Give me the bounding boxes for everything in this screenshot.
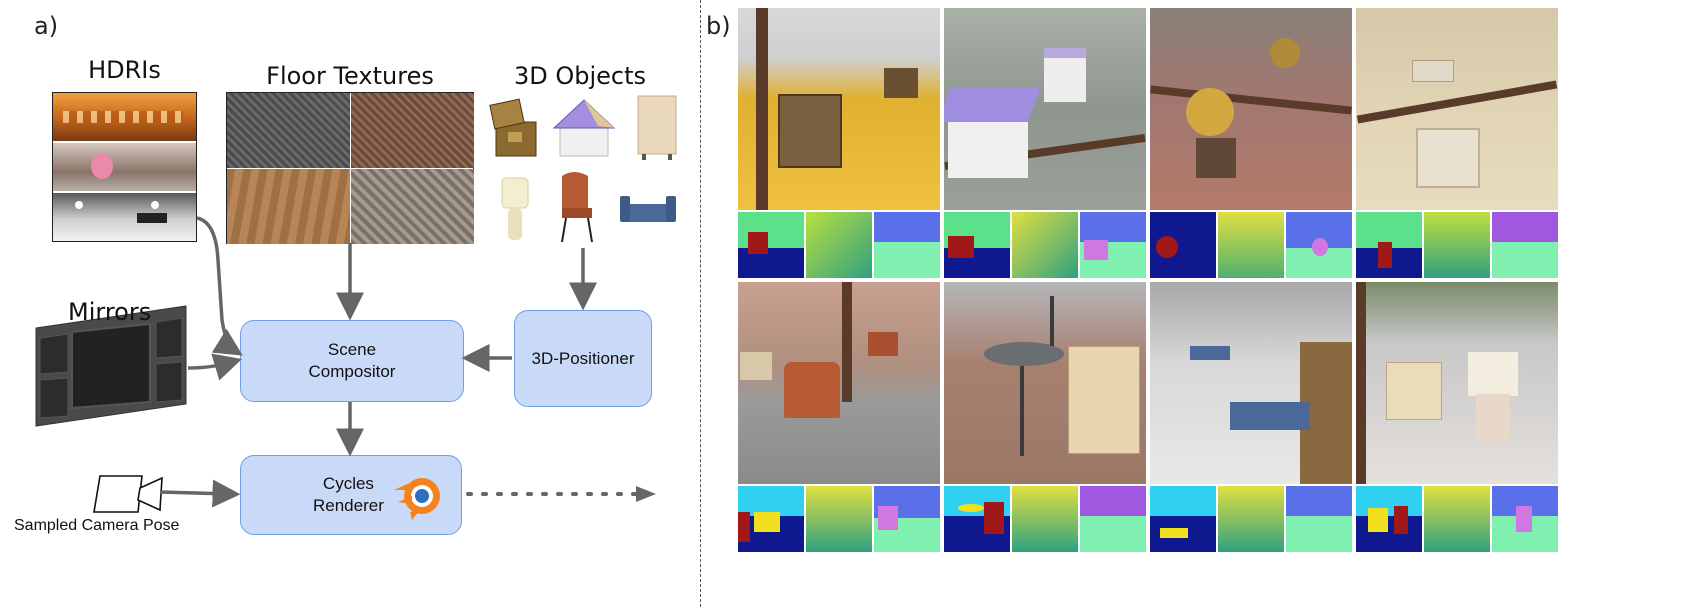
row2-col3-normal [1286, 486, 1352, 552]
row2-col1-normal [874, 486, 940, 552]
render-blue-sofa [1150, 282, 1352, 484]
floor-texture-gray-tile [227, 93, 350, 168]
row1-col1-depth [806, 212, 872, 278]
row2-col2-depth [1012, 486, 1078, 552]
row2-col3-depth [1218, 486, 1284, 552]
3d-objects-illustrations [489, 95, 677, 243]
panel-a-label: a) [34, 12, 59, 40]
row2-col4-segmentation [1356, 486, 1422, 552]
3d-positioner-box: 3D-Positioner [514, 310, 652, 407]
floor-textures-title: Floor Textures [266, 62, 434, 90]
row2-col2-segmentation [944, 486, 1010, 552]
row1-col4-depth [1424, 212, 1490, 278]
floor-texture-wood [227, 169, 350, 244]
floor-texture-brown-tile [351, 93, 474, 168]
mirrors-illustration [35, 305, 187, 427]
cabinet-object [637, 95, 677, 160]
row1-col4-normal [1492, 212, 1558, 278]
chair-object [561, 172, 593, 243]
arrow-mirrors-to-compositor [187, 353, 243, 381]
floor-textures-grid [226, 92, 474, 244]
mirrors-title: Mirrors [68, 298, 152, 326]
render-mirror-house [944, 8, 1146, 210]
blender-logo-icon [394, 478, 440, 520]
panel-b-label: b) [706, 12, 731, 40]
hdri-thumbnail-3 [53, 193, 196, 241]
row1-col4-segmentation [1356, 212, 1422, 278]
row2-col4-normal [1492, 486, 1558, 552]
camera-icon [93, 475, 163, 513]
row2-col4-depth [1424, 486, 1490, 552]
render-chair-lamp [738, 282, 940, 484]
row1-col1-segmentation [738, 212, 804, 278]
row2-col3-segmentation [1150, 486, 1216, 552]
cycles-renderer-label: Cycles Renderer [313, 474, 384, 515]
row1-col2-segmentation [944, 212, 1010, 278]
hdri-stack [52, 92, 197, 242]
row1-col2-normal [1080, 212, 1146, 278]
arrow-renderer-output-head [636, 486, 656, 502]
row1-col2-depth [1012, 212, 1078, 278]
row2-col1-segmentation [738, 486, 804, 552]
house-object [552, 99, 616, 157]
panel-divider [700, 0, 701, 607]
hdri-thumbnail-2 [53, 143, 196, 191]
row1-col3-segmentation [1150, 212, 1216, 278]
chest-object [489, 98, 537, 157]
arrow-camera-to-renderer [159, 479, 241, 508]
row2-col1-depth [806, 486, 872, 552]
hdri-thumbnail-1 [53, 93, 196, 141]
row2-col2-normal [1080, 486, 1146, 552]
render-mirror-sofa-beige [1356, 8, 1558, 210]
row1-col1-normal [874, 212, 940, 278]
render-table-cabinet [944, 282, 1146, 484]
scene-compositor-box: Scene Compositor [240, 320, 464, 402]
render-mirror-chest [738, 8, 940, 210]
floor-texture-carpet [351, 169, 474, 244]
sofa-object [620, 196, 676, 222]
row1-col3-depth [1218, 212, 1284, 278]
render-chair-lamp-marble [1356, 282, 1558, 484]
render-mirror-gramophone [1150, 8, 1352, 210]
3d-objects-title: 3D Objects [513, 62, 647, 90]
camera-pose-label: Sampled Camera Pose [14, 517, 180, 534]
lamp-object [501, 177, 529, 240]
hdris-title: HDRIs [88, 56, 161, 84]
row1-col3-normal [1286, 212, 1352, 278]
